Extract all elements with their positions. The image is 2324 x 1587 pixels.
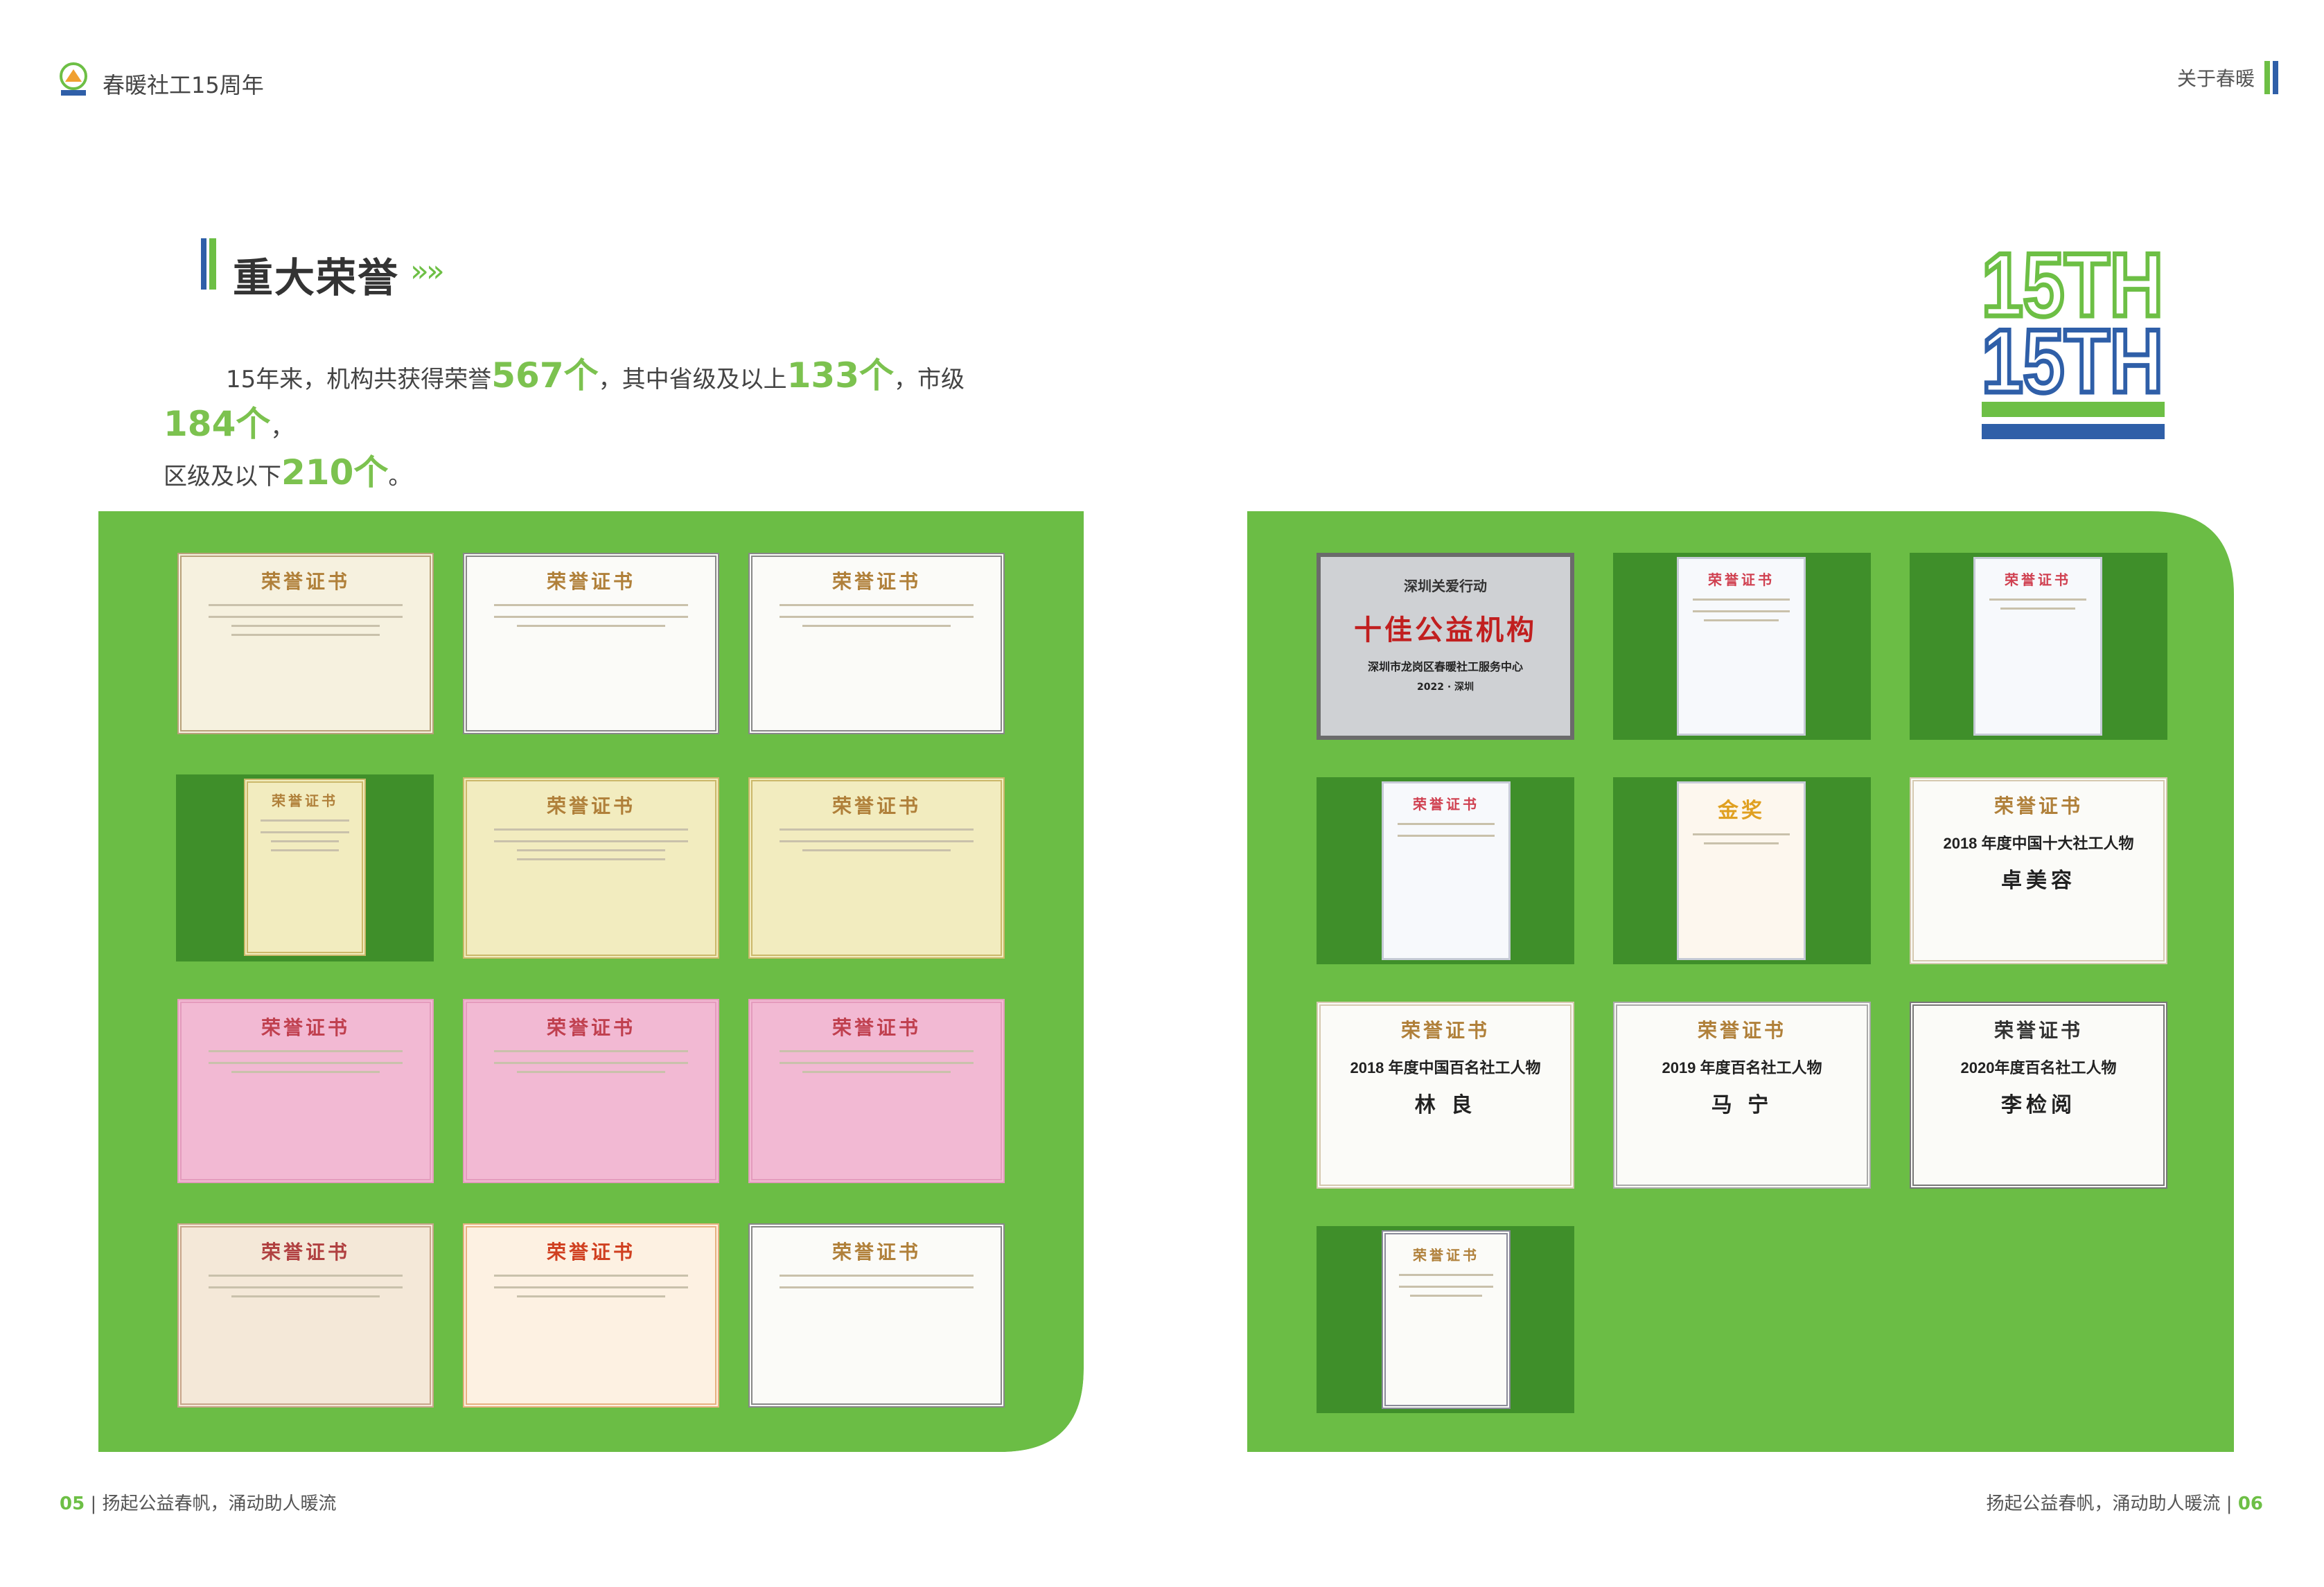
certificate-r5: 金奖 xyxy=(1677,781,1806,960)
plaque-top-ten-org: 深圳关爱行动 十佳公益机构 深圳市龙岗区春暖社工服务中心 2022 · 深圳 xyxy=(1317,553,1574,740)
svg-text:15TH: 15TH xyxy=(1982,310,2163,411)
right-panel-corner xyxy=(2151,511,2234,594)
certificate-r6: 荣誉证书 2018 年度中国十大社工人物 卓美容 xyxy=(1910,777,2167,964)
certificate-11: 荣誉证书 xyxy=(463,1223,719,1408)
certificate-6: 荣誉证书 xyxy=(748,777,1005,959)
certificate-10: 荣誉证书 xyxy=(177,1223,434,1408)
footer-slogan-left: 扬起公益春帆，涌动助人暖流 xyxy=(102,1493,337,1514)
footer-left: 05 | 扬起公益春帆，涌动助人暖流 xyxy=(60,1493,337,1514)
certificate-4: 荣誉证书 xyxy=(244,779,366,956)
certificate-2: 荣誉证书 xyxy=(463,553,719,734)
section-heading: 重大荣誉 xyxy=(233,254,400,301)
certificate-r8: 荣誉证书 2019 年度百名社工人物 马 宁 xyxy=(1613,1002,1871,1189)
certificate-5: 荣誉证书 xyxy=(463,777,719,959)
certificate-r10: 荣誉证书 xyxy=(1382,1230,1511,1409)
section-tag-bar xyxy=(2264,61,2278,94)
chunnuan-logo-icon xyxy=(60,62,87,96)
certificate-1: 荣誉证书 xyxy=(177,553,434,734)
footer-right: 扬起公益春帆，涌动助人暖流 | 06 xyxy=(1986,1493,2264,1514)
certificate-8: 荣誉证书 xyxy=(463,999,719,1183)
certificate-r3: 荣誉证书 xyxy=(1973,557,2102,736)
certificate-7: 荣誉证书 xyxy=(177,999,434,1183)
heading-accent-bar xyxy=(201,238,216,290)
certificate-r4: 荣誉证书 xyxy=(1382,781,1511,960)
15th-anniversary-badge: 15TH 15TH xyxy=(1982,238,2165,439)
section-tag: 关于春暖 xyxy=(2176,67,2255,90)
left-panel-corner xyxy=(1001,1369,1084,1452)
chevron-right-icon: »» xyxy=(410,254,445,289)
certificate-9: 荣誉证书 xyxy=(748,999,1005,1183)
page-number-left: 05 xyxy=(60,1493,85,1514)
svg-text:15TH: 15TH xyxy=(1982,238,2163,335)
certificate-12: 荣誉证书 xyxy=(748,1223,1005,1408)
brand-title: 春暖社工15周年 xyxy=(103,72,264,98)
certificate-r7: 荣誉证书 2018 年度中国百名社工人物 林 良 xyxy=(1317,1002,1574,1189)
footer-slogan-right: 扬起公益春帆，涌动助人暖流 xyxy=(1986,1493,2221,1514)
certificate-r2: 荣誉证书 xyxy=(1677,557,1806,736)
certificate-3: 荣誉证书 xyxy=(748,553,1005,734)
intro-paragraph: 15年来，机构共获得荣誉567个，其中省级及以上133个，市级184个， 区级及… xyxy=(164,355,965,493)
page-number-right: 06 xyxy=(2237,1493,2263,1514)
certificate-r9: 荣誉证书 2020年度百名社工人物 李检阅 xyxy=(1910,1002,2167,1189)
